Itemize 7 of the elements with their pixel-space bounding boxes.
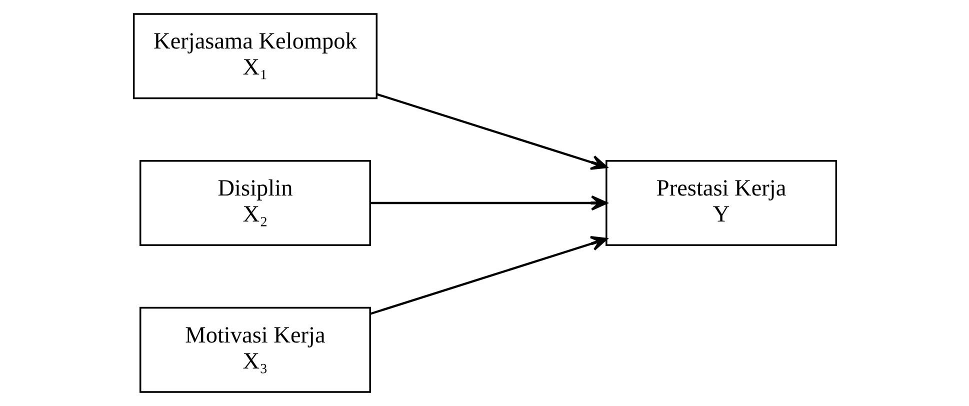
arrow <box>370 195 607 211</box>
arrow <box>370 236 607 315</box>
node-box: Kerjasama Kelompok X₁ <box>132 13 378 100</box>
node-box: Prestasi Kerja Y <box>605 160 837 246</box>
node-box: Motivasi Kerja X₃ <box>138 306 370 393</box>
node-box: Disiplin X₂ <box>138 160 370 246</box>
arrow <box>376 93 607 170</box>
